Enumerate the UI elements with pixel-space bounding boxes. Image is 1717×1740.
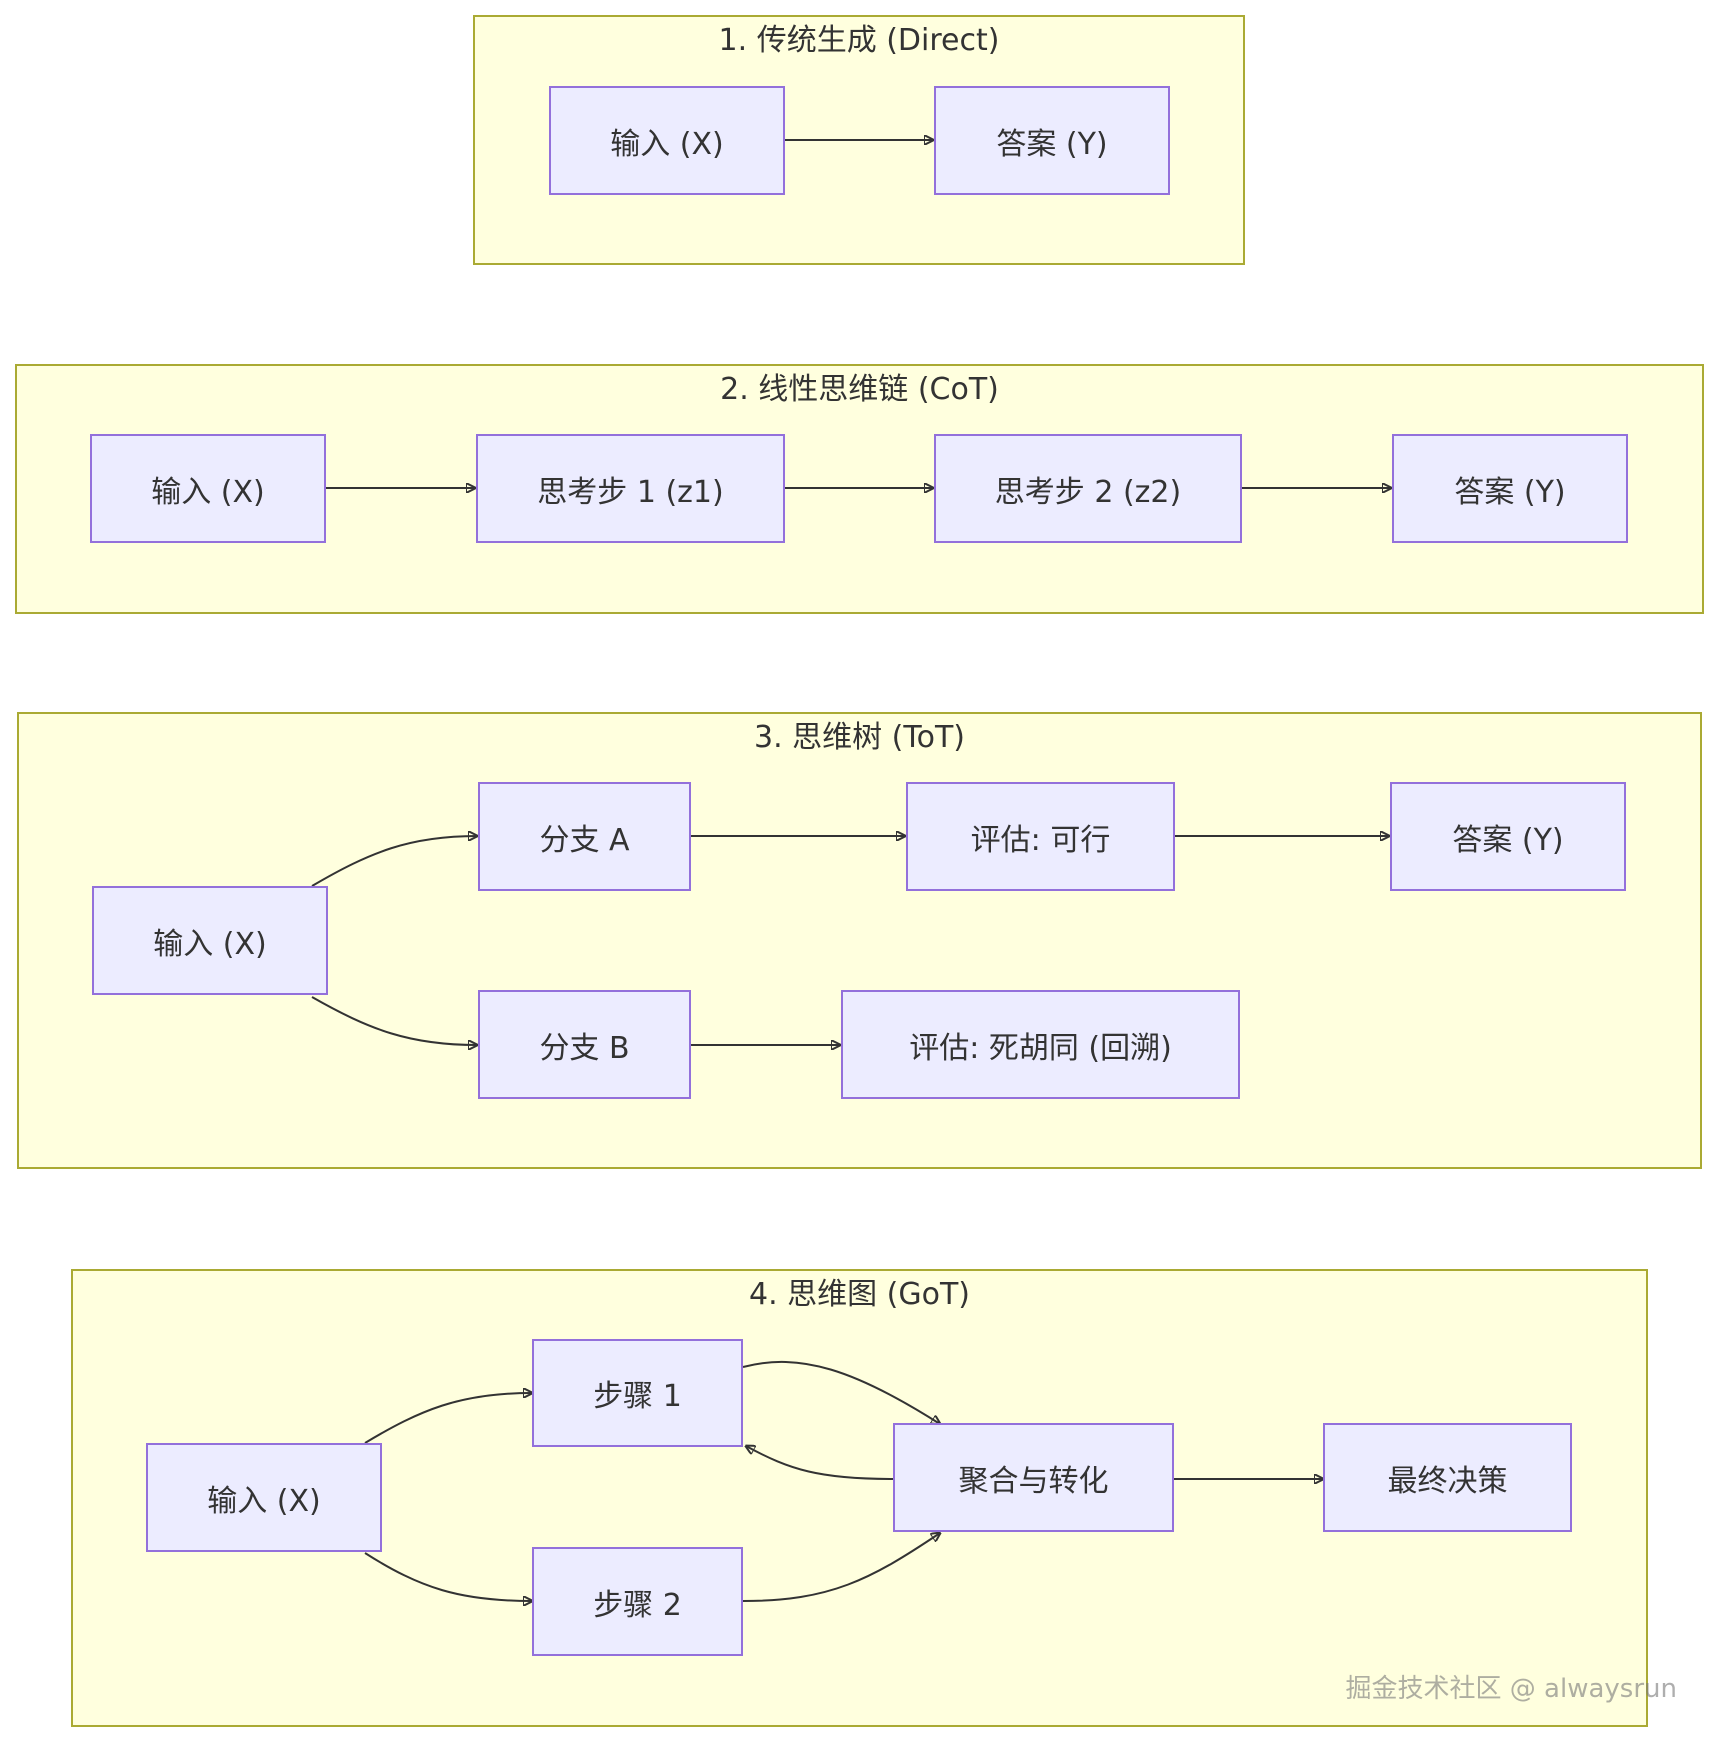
cluster-title: 1. 传统生成 (Direct)	[718, 23, 1000, 58]
cluster-title: 3. 思维树 (ToT)	[753, 720, 965, 755]
tot-answer-node: 答案 (Y)	[1390, 782, 1626, 891]
got-step1-node: 步骤 1	[532, 1339, 743, 1447]
got-input-node: 输入 (X)	[146, 1443, 382, 1552]
tot-input-node: 输入 (X)	[92, 886, 328, 995]
watermark: 掘金技术社区 @ alwaysrun	[1345, 1674, 1677, 1704]
direct-answer-node: 答案 (Y)	[934, 86, 1170, 195]
cot-step1-node: 思考步 1 (z1)	[476, 434, 785, 543]
got-step2-node: 步骤 2	[532, 1547, 743, 1656]
direct-input-node: 输入 (X)	[549, 86, 785, 195]
tot-branch-a-node: 分支 A	[478, 782, 691, 891]
tot-eval-ok-node: 评估: 可行	[906, 782, 1175, 891]
got-aggregate-node: 聚合与转化	[893, 1423, 1174, 1532]
cluster-title: 2. 线性思维链 (CoT)	[720, 372, 999, 407]
cot-input-node: 输入 (X)	[90, 434, 326, 543]
tot-eval-dead-node: 评估: 死胡同 (回溯)	[841, 990, 1240, 1099]
cot-answer-node: 答案 (Y)	[1392, 434, 1628, 543]
cot-step2-node: 思考步 2 (z2)	[934, 434, 1242, 543]
tot-branch-b-node: 分支 B	[478, 990, 691, 1099]
cluster-title: 4. 思维图 (GoT)	[748, 1277, 971, 1312]
got-final-node: 最终决策	[1323, 1423, 1572, 1532]
